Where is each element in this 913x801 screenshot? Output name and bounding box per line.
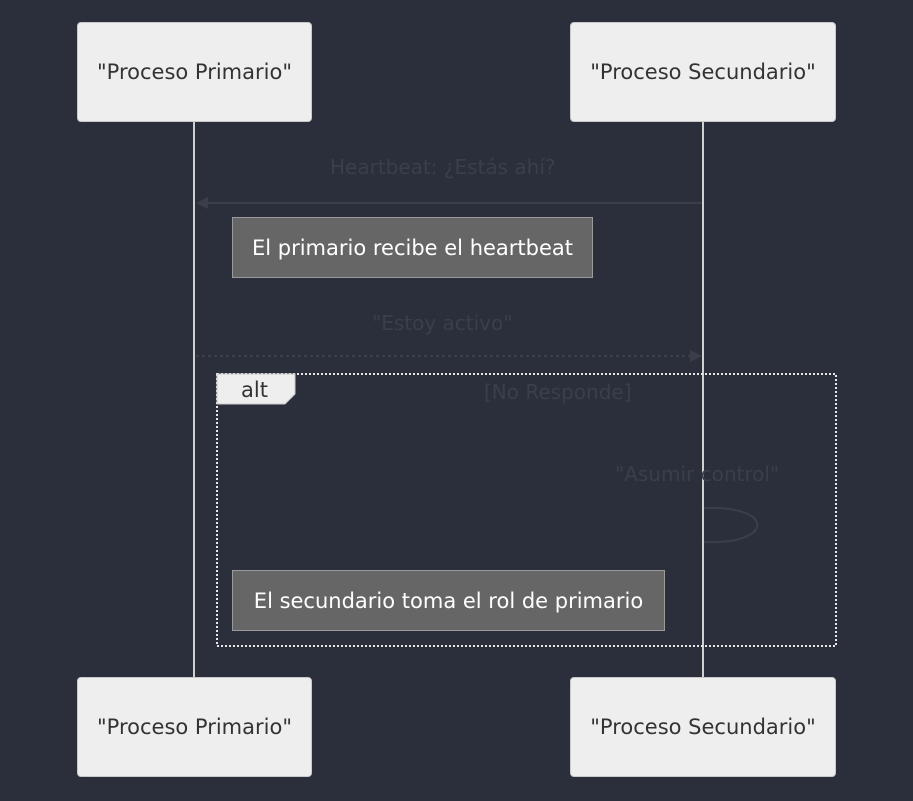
message-takeover: "Asumir control" — [615, 462, 780, 486]
actor-secondary-bottom: "Proceso Secundario" — [570, 677, 836, 777]
actor-secondary-top: "Proceso Secundario" — [570, 22, 836, 122]
note-primary-receives: El primario recibe el heartbeat — [232, 217, 593, 278]
actor-primary-bottom: "Proceso Primario" — [77, 677, 312, 777]
alt-label-box — [216, 373, 296, 405]
self-message-loop — [703, 506, 759, 544]
actor-primary-top: "Proceso Primario" — [77, 22, 312, 122]
alt-frame — [216, 373, 837, 647]
message-active: "Estoy activo" — [372, 311, 513, 335]
alt-condition: [No Responde] — [484, 380, 632, 404]
note-secondary-takes-role: El secundario toma el rol de primario — [232, 570, 665, 631]
alt-keyword: alt — [241, 378, 268, 402]
message-heartbeat: Heartbeat: ¿Estás ahí? — [330, 155, 556, 179]
